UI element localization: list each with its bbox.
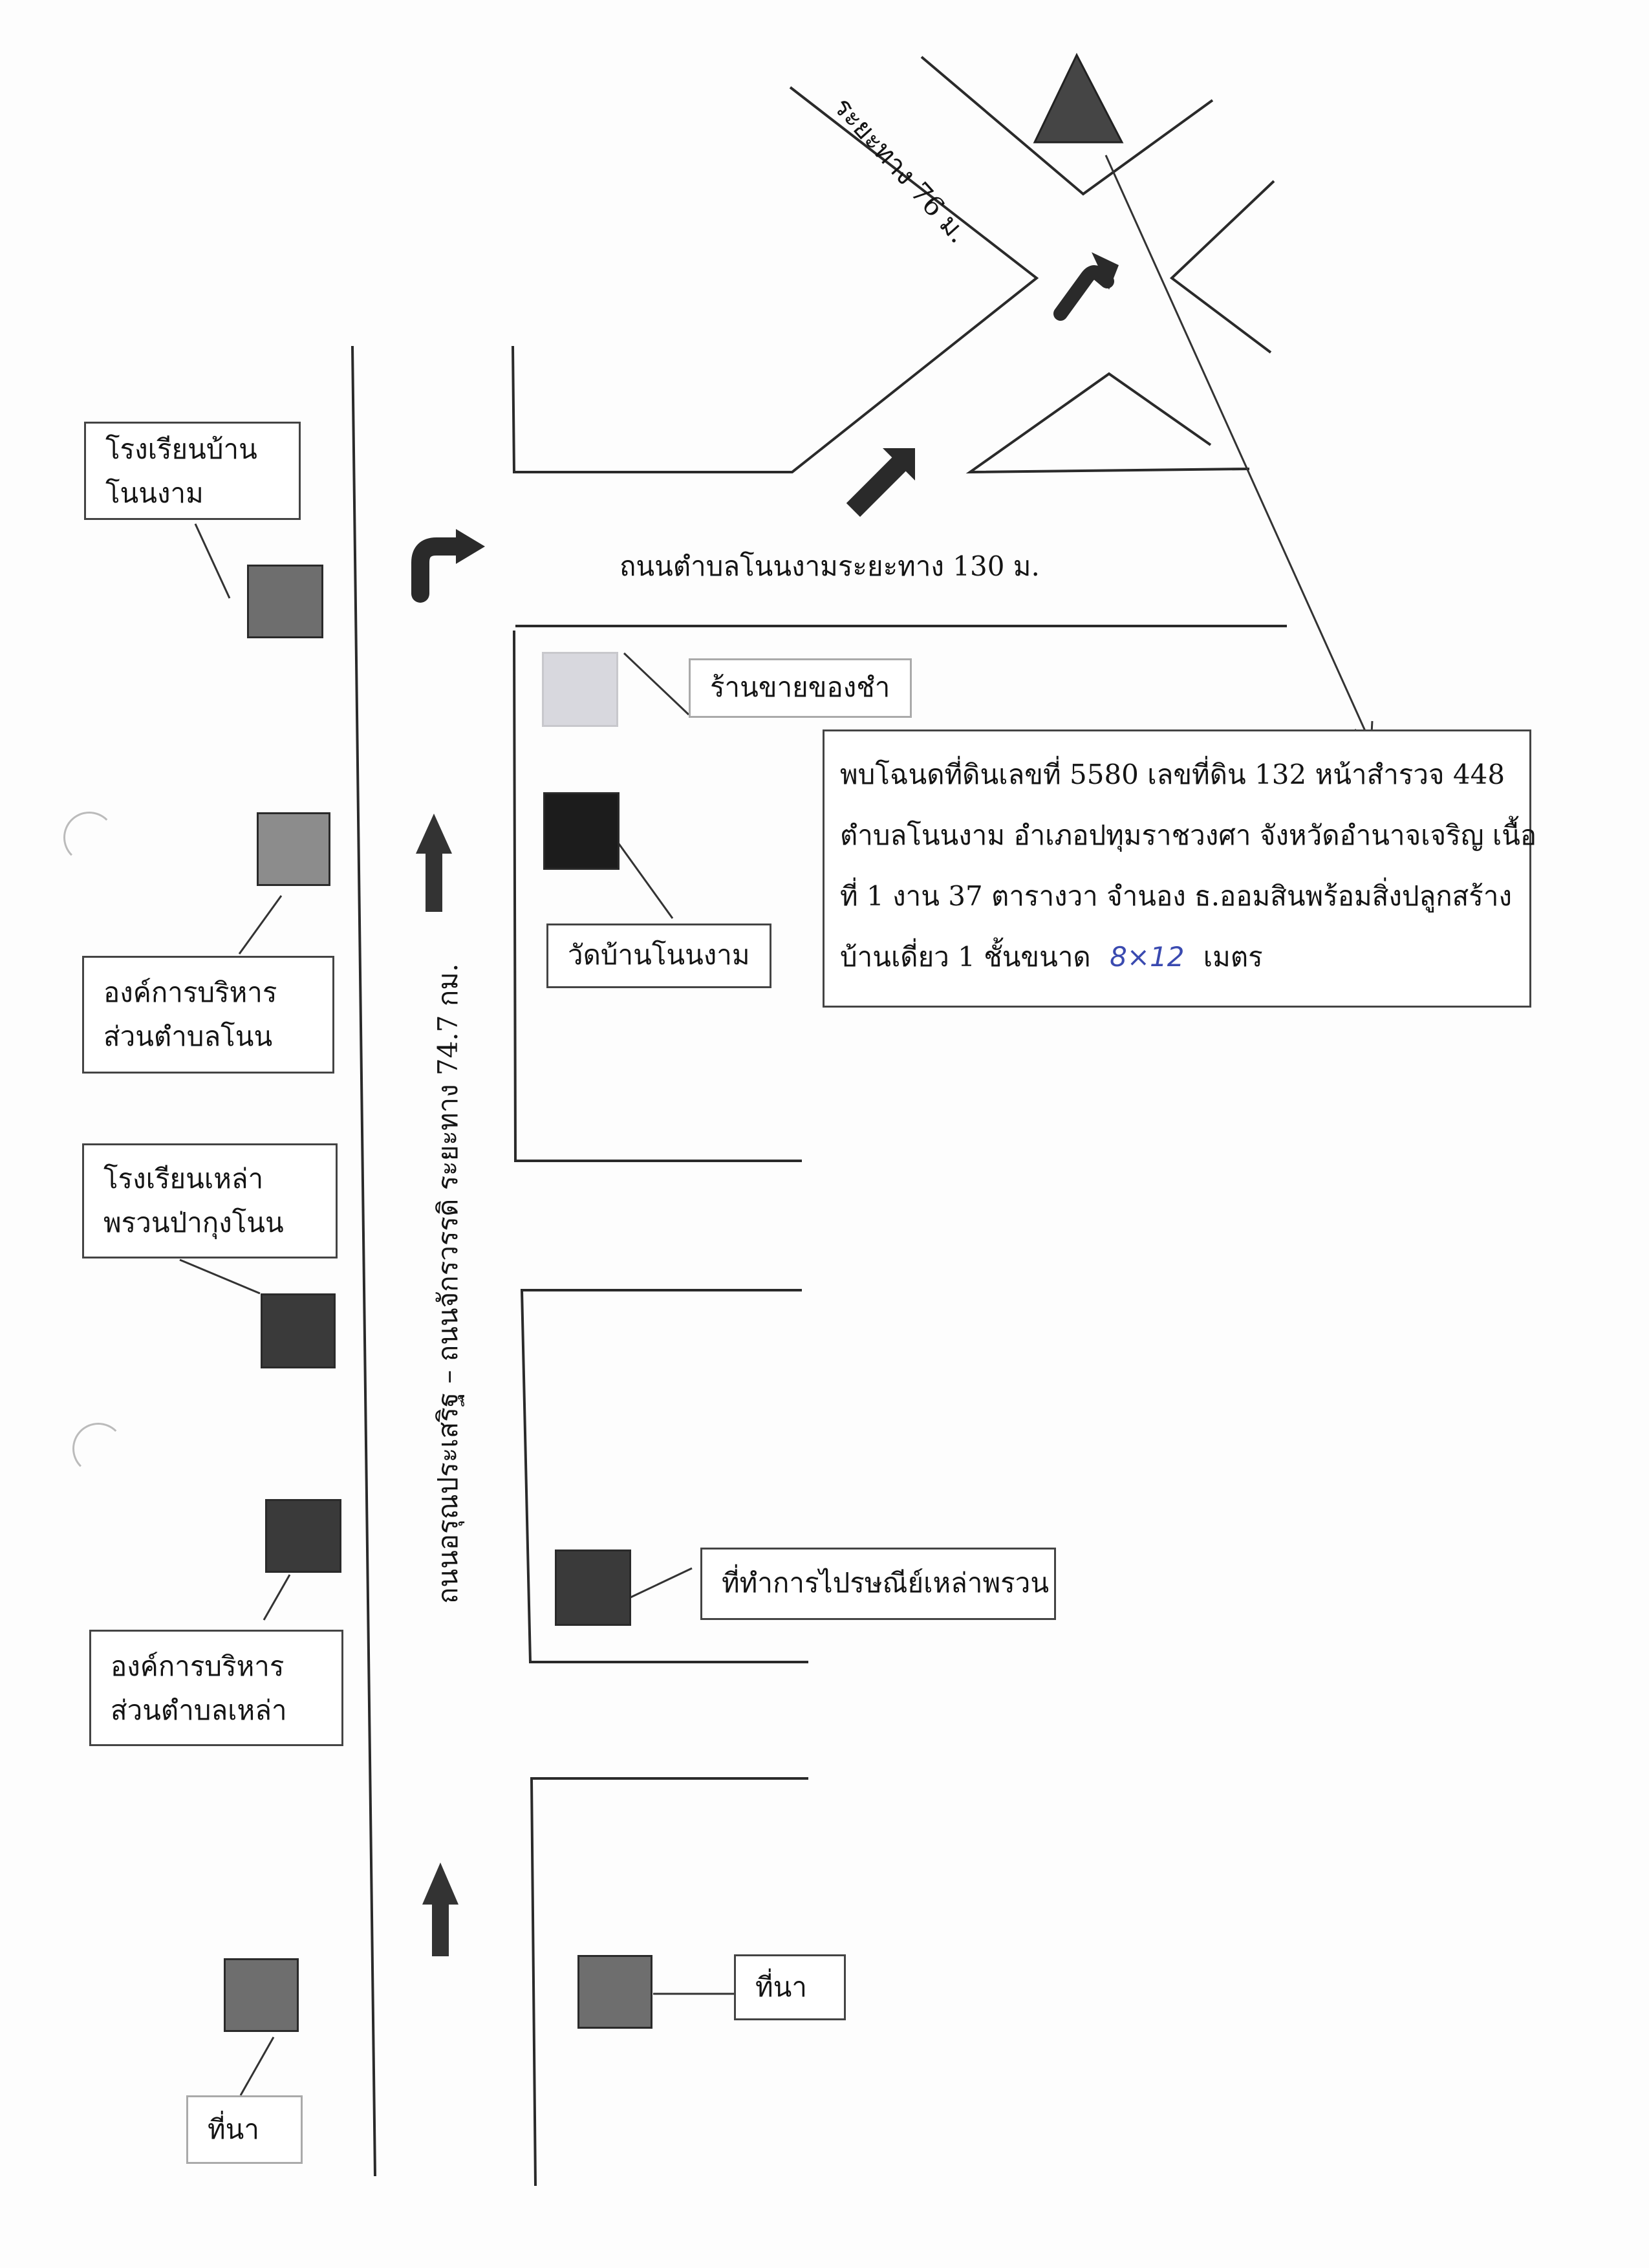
building-school-nonngam: [247, 565, 323, 638]
building-post-office: [555, 1550, 631, 1626]
pointer-school-nonngam: [194, 523, 231, 599]
label-field-left-text: ที่นา: [208, 2113, 259, 2145]
label-school-laophruan-line2: พรวนป่ากุงโนน: [103, 1207, 284, 1238]
label-sao-lao: องค์การบริหาร ส่วนตำบลเหล่า: [89, 1630, 343, 1746]
label-school-laophruan: โรงเรียนเหล่า พรวนป่ากุงโนน: [82, 1143, 338, 1258]
right-side-roads: [512, 56, 1287, 2187]
label-field-left: ที่นา: [186, 2095, 303, 2164]
building-temple: [543, 792, 620, 870]
label-temple: วัดบ้านโนนงาม: [546, 923, 771, 988]
label-school-nonngam: โรงเรียนบ้าน โนนงาม: [84, 422, 301, 520]
label-school-nonngam-line2: โนนงาม: [105, 477, 204, 509]
label-grocery: ร้านขายของชำ: [689, 658, 912, 718]
deed-line-1: พบโฉนดที่ดินเลขที่ 5580 เลขที่ดิน 132 หน…: [840, 759, 1505, 790]
label-school-laophruan-line1: โรงเรียนเหล่า: [103, 1163, 264, 1194]
deed-line-4: บ้านเดี่ยว 1 ชั้นขนาด 8×12 เมตร: [840, 927, 1514, 988]
building-school-laophruan: [261, 1293, 336, 1368]
junction-lower-triangle: [965, 372, 1250, 474]
main-road-left-edge: [351, 345, 376, 2177]
label-field-right: ที่นา: [734, 1954, 846, 2020]
label-temple-text: วัดบ้านโนนงาม: [568, 939, 750, 971]
pointer-temple: [613, 837, 674, 919]
main-road-label: ถนนอรุณประเสริฐ – ถนนจักรวรรดิ ระยะทาง 7…: [432, 963, 464, 1604]
marker-to-deed-line: [1105, 155, 1372, 744]
turn-arrow-junction-icon: [1053, 252, 1119, 321]
main-road: [351, 345, 376, 2177]
building-sao-lao: [265, 1499, 341, 1573]
label-sao-non-line2: ส่วนตำบลโนน: [103, 1021, 273, 1052]
pointer-lines: [179, 155, 1374, 2096]
deed-line-2: ตำบลโนนงาม อำเภอปทุมราชวงศา จังหวัดอำนาจ…: [840, 819, 1537, 851]
turn-right-arrow-icon: [411, 529, 485, 603]
label-sao-lao-line2: ส่วนตำบลเหล่า: [111, 1694, 287, 1726]
label-grocery-text: ร้านขายของชำ: [710, 671, 890, 703]
label-post-office-text: ที่ทำการไปรษณีย์เหล่าพรวน: [722, 1567, 1050, 1599]
building-grocery: [542, 652, 618, 727]
pointer-sao-non: [238, 895, 283, 955]
deed-handwritten-size: 8×12: [1110, 941, 1185, 973]
junction-right-vee: [1169, 180, 1275, 354]
pointer-post-office: [630, 1567, 693, 1599]
label-sao-non-line1: องค์การบริหาร: [103, 977, 277, 1008]
junction-upper-right: [920, 56, 1214, 196]
pointer-school-laophruan: [179, 1258, 261, 1295]
deed-line-4-prefix: บ้านเดี่ยว 1 ชั้นขนาด: [840, 941, 1091, 973]
pointer-grocery: [623, 652, 690, 716]
lower-block-edge: [530, 1777, 808, 2187]
binder-hole-top: [63, 812, 115, 863]
label-sao-lao-line1: องค์การบริหาร: [111, 1650, 285, 1682]
deed-line-3: ที่ 1 งาน 37 ตารางวา จำนอง ธ.ออมสินพร้อม…: [840, 880, 1512, 912]
deed-info-box: พบโฉนดที่ดินเลขที่ 5580 เลขที่ดิน 132 หน…: [823, 729, 1537, 1008]
middle-block-edge: [520, 1289, 808, 1663]
triangle-marker-icon: [1033, 52, 1124, 144]
tambon-road-edge: [513, 630, 802, 1162]
label-post-office: ที่ทำการไปรษณีย์เหล่าพรวน: [700, 1548, 1056, 1620]
diagonal-arrow-icon: [846, 448, 915, 517]
up-arrow-icon-2: [422, 1863, 458, 1956]
pointer-field-left: [239, 2036, 275, 2096]
binder-hole-bottom: [72, 1423, 124, 1474]
label-school-nonngam-line1: โรงเรียนบ้าน: [105, 433, 257, 465]
building-sao-non: [257, 812, 330, 886]
up-arrow-icon-1: [416, 814, 452, 912]
upper-block-edge: [512, 86, 1039, 473]
label-field-right-text: ที่นา: [755, 1971, 807, 2003]
building-field-right: [577, 1955, 652, 2029]
building-field-left: [224, 1958, 299, 2032]
pointer-sao-lao: [263, 1574, 291, 1621]
deed-line-4-suffix: เมตร: [1203, 941, 1263, 973]
tambon-road-label: ถนนตำบลโนนงามระยะทาง 130 ม.: [620, 550, 1040, 582]
label-sao-non: องค์การบริหาร ส่วนตำบลโนน: [82, 956, 334, 1074]
